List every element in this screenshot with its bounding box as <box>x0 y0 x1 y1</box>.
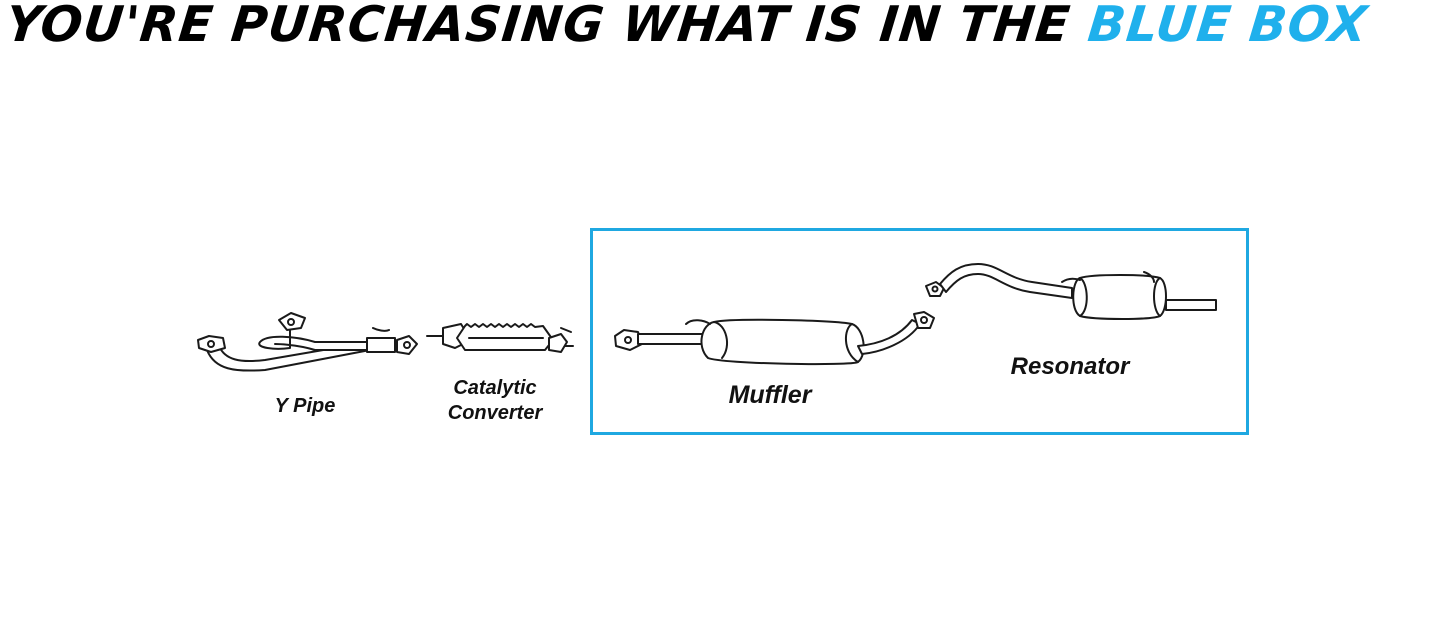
catalytic-converter-illustration <box>426 323 574 353</box>
catalytic-converter-label-line1: Catalytic <box>453 377 537 399</box>
page-headline: YOU'RE PURCHASING WHAT IS IN THE BLUE BO… <box>3 0 1443 53</box>
muffler-label: Muffler <box>728 381 812 409</box>
y-pipe-label: Y Pipe <box>274 395 336 417</box>
catalytic-converter-label: Catalytic Converter <box>425 376 565 426</box>
resonator-illustration <box>925 263 1217 320</box>
muffler-illustration <box>614 311 935 366</box>
blue-box-highlight <box>590 228 1249 435</box>
catalytic-converter-label-line2: Converter <box>447 402 543 424</box>
resonator-label: Resonator <box>1010 353 1130 380</box>
headline-main-text: YOU'RE PURCHASING WHAT IS IN THE <box>3 0 1092 53</box>
headline-accent-text: BLUE BOX <box>1085 0 1371 53</box>
y-pipe-illustration <box>197 312 418 372</box>
